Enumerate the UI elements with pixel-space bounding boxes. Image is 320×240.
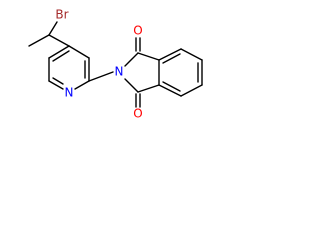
bond-ch-ring xyxy=(48,34,70,47)
atom-label-o-top: O xyxy=(133,24,142,38)
bond-benz-c5-c4 xyxy=(180,84,203,97)
bond-imide-c3-c3a xyxy=(137,84,160,93)
bond-benz-c4-c3a-inner xyxy=(162,81,181,92)
bond-pyr-c2-n xyxy=(74,80,90,90)
atom-label-n-pyridine: N xyxy=(65,86,74,100)
bond-pyr-c4-c3 xyxy=(68,45,90,59)
bond-pyr-to-imide-n xyxy=(88,71,114,82)
atom-label-br: Br xyxy=(55,8,68,22)
bond-ch-br xyxy=(48,21,58,36)
bond-benz-c4-c3a xyxy=(158,84,182,97)
bond-imide-n-c1 xyxy=(124,52,139,67)
molecule-drawing: Br N N O O xyxy=(28,8,203,121)
bond-pyr-n-c6 xyxy=(48,80,64,90)
bond-pyr-n-c6-inner xyxy=(52,77,64,85)
bond-benz-c7-c6 xyxy=(180,48,203,61)
bond-pyr-c5-c4-inner xyxy=(52,50,70,62)
atom-label-o-bottom: O xyxy=(133,107,142,121)
bond-benz-c7a-c7 xyxy=(158,48,182,61)
bond-imide-n-c3 xyxy=(124,78,139,93)
bond-methyl-ch xyxy=(28,34,50,47)
atom-label-n-imide: N xyxy=(115,65,124,79)
bond-imide-c1-c7a xyxy=(137,52,160,61)
bond-pyr-c5-c4 xyxy=(48,45,70,59)
structure-diagram: Br N N O O xyxy=(0,0,234,146)
bond-benz-c7a-c7-inner xyxy=(162,53,181,64)
